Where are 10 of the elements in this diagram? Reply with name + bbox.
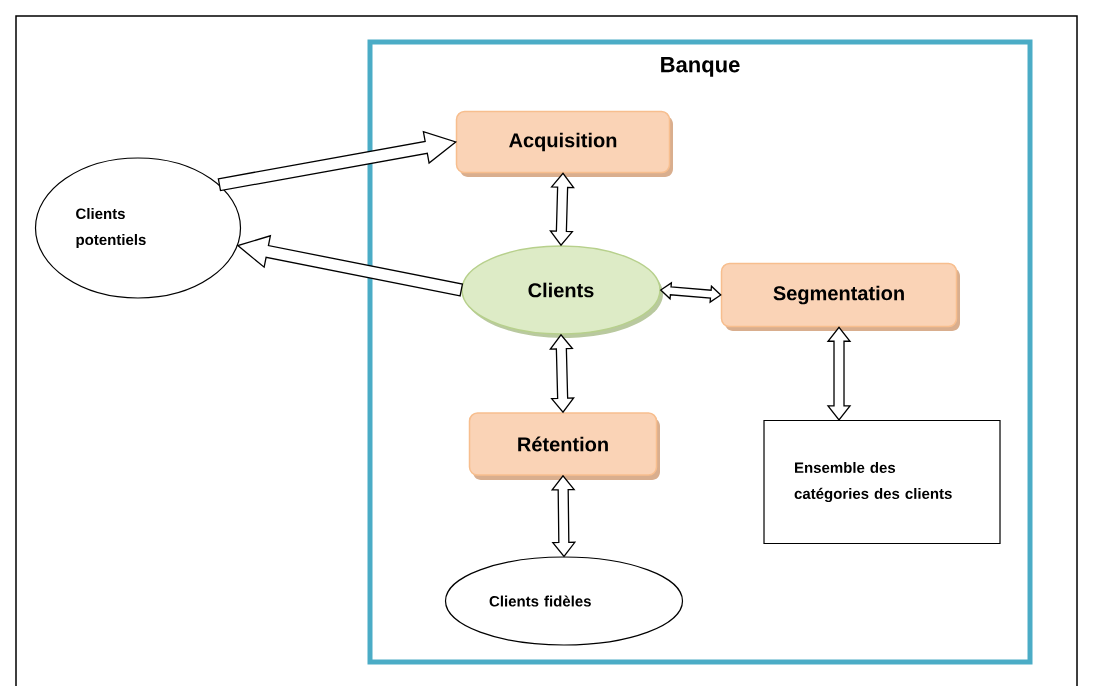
process-box: Rétention bbox=[468, 412, 660, 480]
double-arrow bbox=[826, 326, 852, 421]
double-arrow bbox=[549, 172, 575, 247]
double-arrow bbox=[549, 333, 575, 414]
double-arrow bbox=[550, 474, 577, 558]
text-box: Ensemble des catégories des clients bbox=[763, 419, 1001, 545]
process-box: Acquisition bbox=[455, 110, 673, 177]
arrow bbox=[217, 130, 458, 192]
arrow bbox=[236, 234, 464, 297]
process-box: Segmentation bbox=[720, 262, 960, 331]
